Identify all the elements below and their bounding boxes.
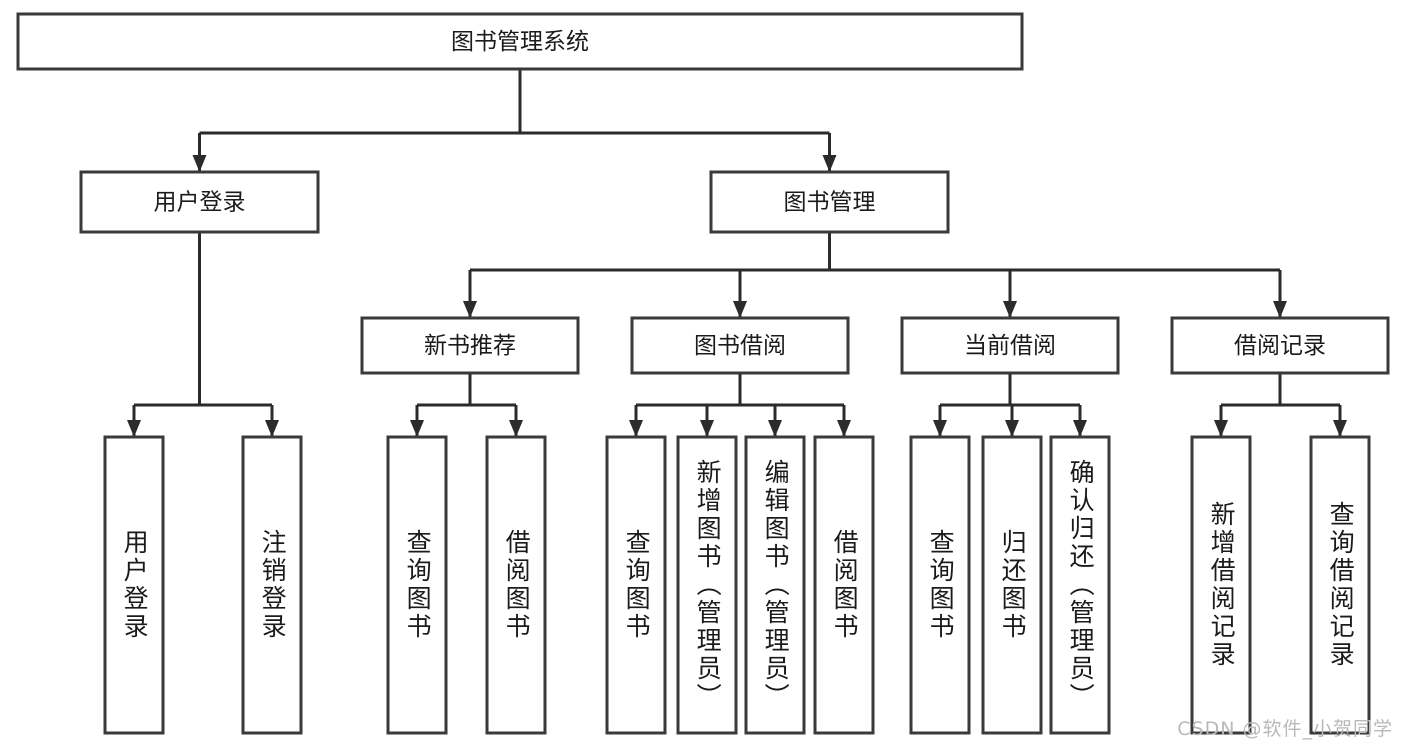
arrow-head-icon (192, 155, 207, 172)
connector-root-to-level2 (192, 69, 837, 172)
node-book-borrow-label: 图书借阅 (694, 333, 786, 359)
node-book-borrow[interactable] (630, 316, 850, 375)
arrow-head-icon (733, 301, 747, 318)
connector-current-borrow-to-leaves (933, 373, 1087, 437)
arrow-head-icon (837, 420, 851, 437)
connector-borrow-record-to-leaves (1214, 373, 1347, 437)
node-leaf-add-book[interactable] (676, 435, 738, 735)
node-root-label: 图书管理系统 (451, 29, 589, 55)
arrow-head-icon (933, 420, 947, 437)
node-leaf-add-borrow-record[interactable] (1190, 435, 1252, 735)
node-new-book-recommend-label: 新书推荐 (424, 333, 516, 359)
connector-layer (127, 69, 1347, 437)
connector-bookmgmt-to-level3 (463, 232, 1287, 318)
node-borrow-record[interactable] (1170, 316, 1390, 375)
arrow-head-icon (629, 420, 643, 437)
arrow-head-icon (410, 420, 424, 437)
node-book-management-label: 图书管理 (784, 190, 876, 216)
arrow-head-icon (1214, 420, 1228, 437)
arrow-head-icon (1273, 301, 1287, 318)
arrow-head-icon (1003, 301, 1017, 318)
node-borrow-record-label: 借阅记录 (1234, 333, 1326, 359)
arrow-head-icon (822, 155, 837, 172)
arrow-head-icon (1073, 420, 1087, 437)
node-user-login-label: 用户登录 (154, 190, 246, 216)
node-leaf-edit-book[interactable] (744, 435, 806, 735)
node-leaf-query-borrow-record[interactable] (1309, 435, 1371, 735)
arrow-head-icon (265, 420, 279, 437)
node-leaf-query-book-recommend[interactable] (386, 435, 448, 735)
node-leaf-borrow-book-recommend[interactable] (485, 435, 547, 735)
node-leaf-query-book-current[interactable] (909, 435, 971, 735)
node-user-login[interactable] (79, 170, 320, 234)
arrow-head-icon (127, 420, 141, 437)
watermark-text: CSDN @软件_小贺同学 (1177, 718, 1393, 740)
node-new-book-recommend[interactable] (360, 316, 580, 375)
node-leaf-user-login[interactable] (103, 435, 165, 735)
arrow-head-icon (509, 420, 523, 437)
node-leaf-query-book-borrow[interactable] (605, 435, 667, 735)
node-book-management[interactable] (709, 170, 950, 234)
connector-new-book-recommend-to-leaves (410, 373, 523, 437)
arrow-head-icon (1005, 420, 1019, 437)
node-root-图书管理系统[interactable] (16, 12, 1024, 71)
arrow-head-icon (463, 301, 477, 318)
node-leaf-confirm-return[interactable] (1049, 435, 1111, 735)
node-leaf-return-book[interactable] (981, 435, 1043, 735)
connector-user-login-to-leaves (127, 232, 279, 437)
node-current-borrow-label: 当前借阅 (964, 333, 1056, 359)
node-leaf-borrow-book[interactable] (813, 435, 875, 735)
connector-book-borrow-to-leaves (629, 373, 851, 437)
arrow-head-icon (1333, 420, 1347, 437)
node-leaf-logout[interactable] (241, 435, 303, 735)
arrow-head-icon (768, 420, 782, 437)
arrow-head-icon (700, 420, 714, 437)
node-current-borrow[interactable] (900, 316, 1120, 375)
